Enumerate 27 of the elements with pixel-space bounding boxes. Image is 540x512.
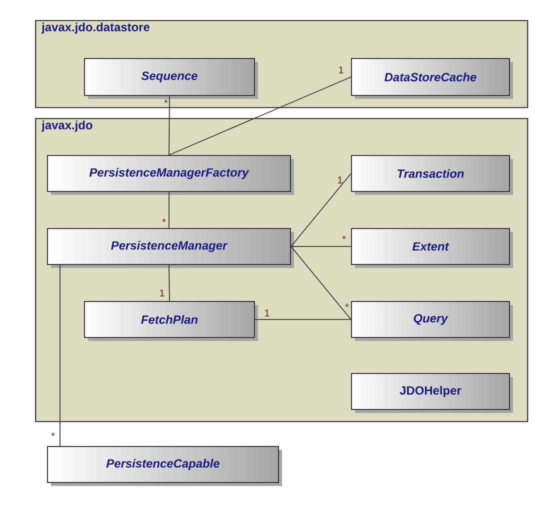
association-line [290, 246, 352, 320]
multiplicity-label: * [342, 236, 346, 240]
class-box: Query [351, 300, 510, 338]
class-box: FetchPlan [84, 300, 255, 338]
multiplicity-label: 1 [339, 66, 344, 74]
association-line [168, 96, 170, 156]
multiplicity-label: * [162, 218, 166, 222]
class-box: PersistenceCapable [47, 446, 279, 483]
multiplicity-label: 1 [160, 290, 164, 296]
association-line [168, 192, 170, 228]
class-box: PersistenceManager [47, 228, 291, 265]
multiplicity-label: * [164, 100, 168, 104]
association-line [168, 76, 352, 156]
class-box: PersistenceManagerFactory [47, 154, 291, 192]
class-box: JDOHelper [351, 372, 510, 410]
multiplicity-label: * [51, 432, 55, 436]
association-line [290, 173, 352, 247]
class-box: Transaction [351, 154, 510, 192]
class-box: DataStoreCache [351, 58, 510, 96]
multiplicity-label: 1 [338, 176, 342, 184]
multiplicity-label: 1 [265, 310, 270, 316]
class-box: Extent [351, 228, 510, 265]
association-line [168, 264, 170, 302]
class-box: Sequence [84, 58, 255, 96]
association-line [290, 246, 352, 247]
association-line [254, 319, 352, 320]
multiplicity-label: * [345, 304, 349, 308]
